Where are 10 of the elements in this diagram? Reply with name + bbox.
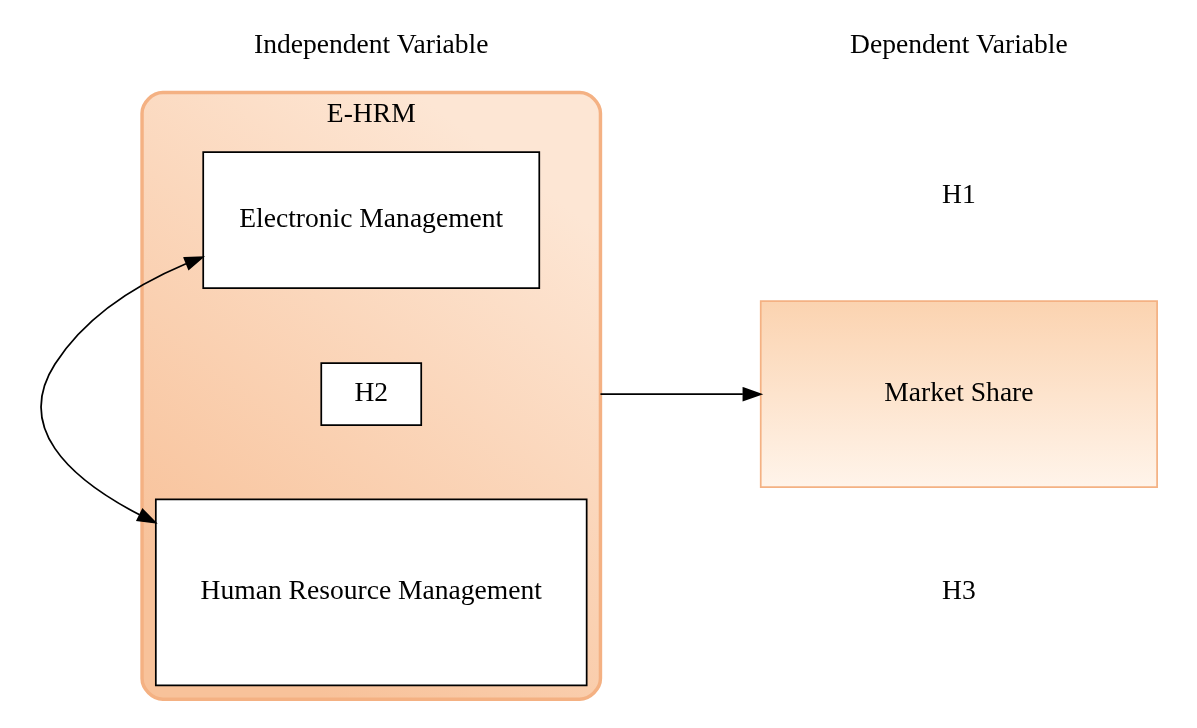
node-box: Electronic Management <box>201 151 540 290</box>
label: H1 <box>941 177 976 209</box>
node-box: Market Share <box>759 300 1158 489</box>
label: Independent Variable <box>253 27 488 59</box>
arrow <box>39 256 205 524</box>
label: Dependent Variable <box>849 27 1068 59</box>
label: H3 <box>941 573 976 605</box>
arrow <box>599 386 763 402</box>
node-box: H2 <box>319 362 422 427</box>
node-box: Human Resource Management <box>154 498 588 687</box>
